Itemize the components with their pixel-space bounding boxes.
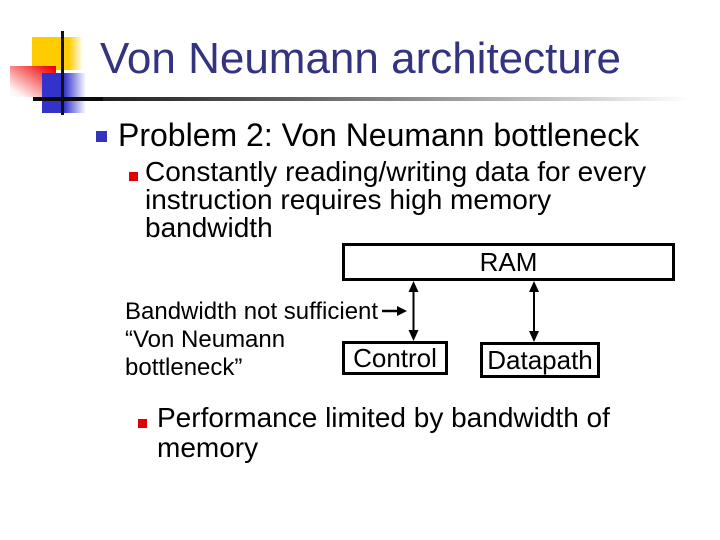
bullet-square-icon [129, 172, 138, 181]
double-arrow-icon [529, 281, 539, 342]
sub-bullet1-text: Constantly reading/writing data for ever… [145, 158, 646, 242]
sub-bullet1-line2: instruction requires high memory [145, 184, 552, 215]
sub-bullet2-line1: Performance limited by bandwidth of [157, 402, 610, 433]
sub-bullet1-line3: bandwidth [145, 212, 273, 243]
slide-title: Von Neumann architecture [100, 34, 621, 83]
right-arrow-icon [382, 306, 407, 316]
ram-label: RAM [479, 246, 538, 277]
decoration-horizontal-line [33, 97, 103, 101]
title-divider-line [33, 97, 709, 101]
decoration-yellow-square [32, 37, 83, 70]
bullet1-text: Problem 2: Von Neumann bottleneck [118, 117, 640, 153]
annotation-text: Bandwidth not sufficient “Von Neumann bo… [125, 298, 378, 382]
control-box: Control [342, 341, 448, 375]
bullet-square-icon [138, 419, 147, 428]
bullet-square-icon [96, 131, 107, 142]
ram-box: RAM [342, 243, 675, 281]
annotation-line2: “Von Neumann [125, 326, 286, 353]
datapath-label: Datapath [487, 344, 593, 375]
sub-bullet2-line2: memory [157, 432, 259, 463]
sub-bullet2-text: Performance limited by bandwidth of memo… [157, 403, 610, 463]
decoration-vertical-line [61, 31, 64, 115]
double-arrow-icon [408, 281, 419, 341]
datapath-box: Datapath [480, 342, 600, 378]
control-label: Control [353, 342, 437, 373]
annotation-line3: bottleneck” [125, 354, 243, 381]
decoration-blue-square [42, 73, 86, 113]
annotation-line1: Bandwidth not sufficient [125, 298, 379, 325]
sub-bullet1-line1: Constantly reading/writing data for ever… [145, 156, 647, 187]
